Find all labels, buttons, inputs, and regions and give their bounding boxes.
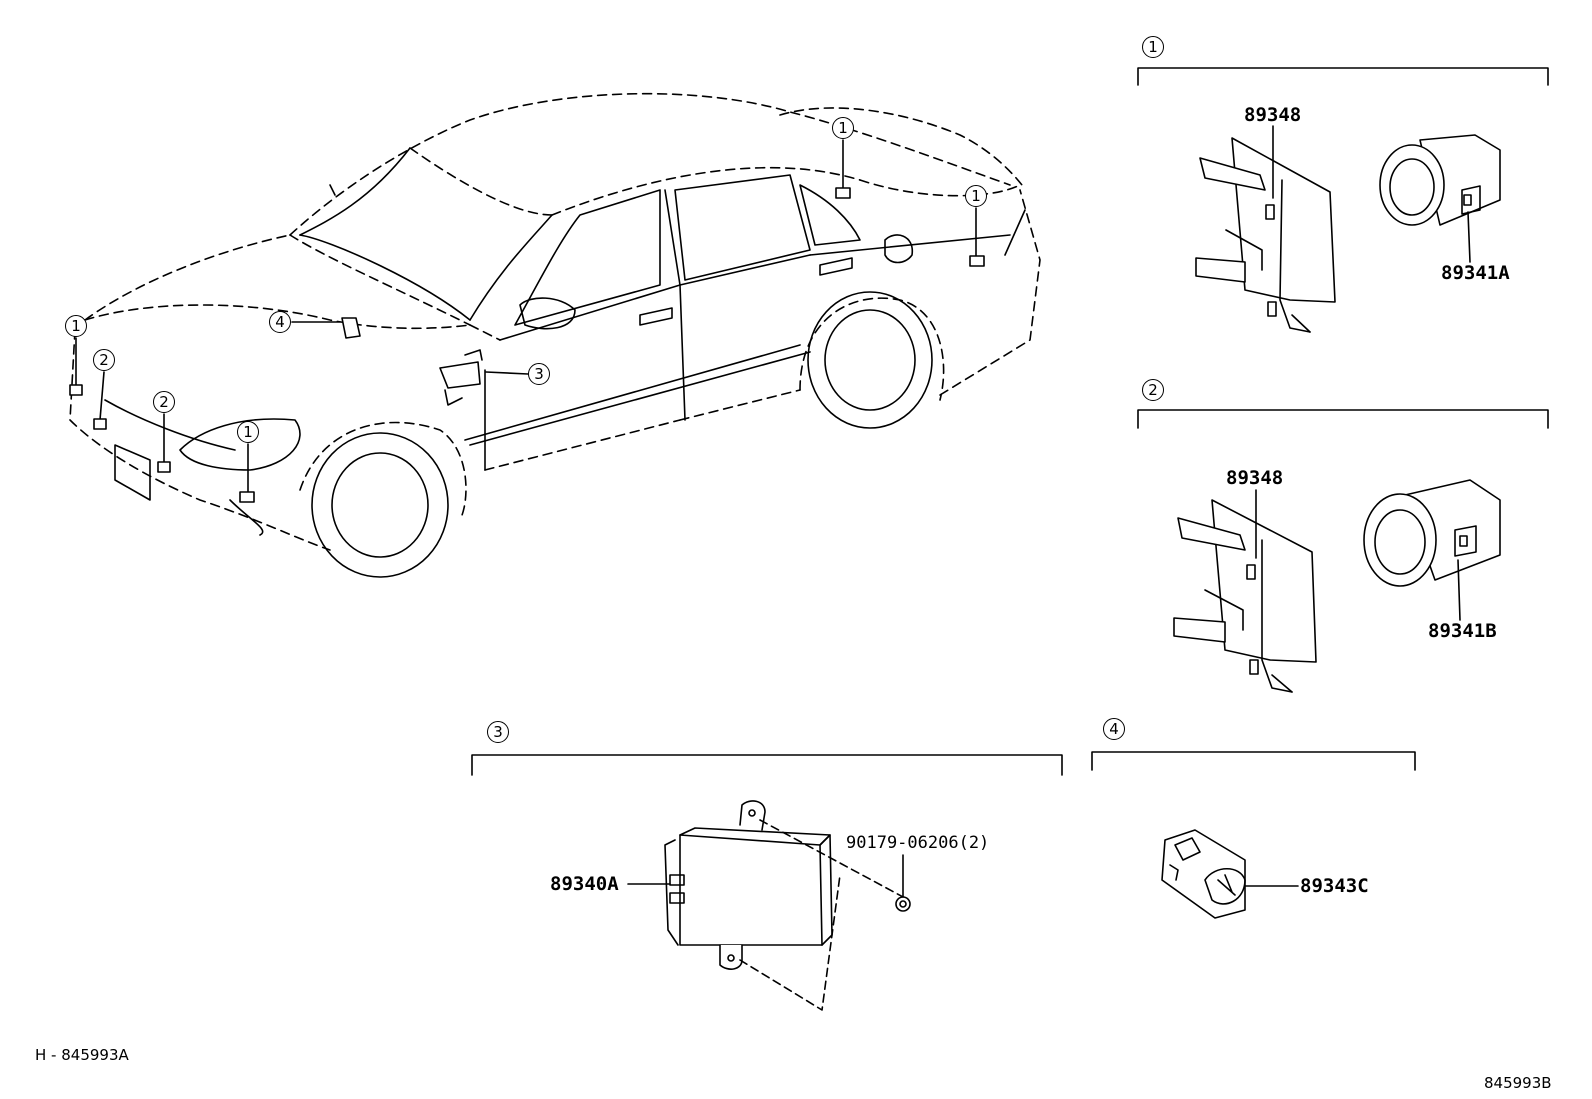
part-label-bolt-90179-06206: 90179-06206(2) (846, 833, 990, 853)
leader-89341A (1467, 211, 1471, 263)
callout-circle-car-rear-corner-1: 1 (965, 185, 987, 207)
callout-circle-car-front-left-1: 1 (65, 315, 87, 337)
callout-circle-car-front-center-2: 2 (153, 391, 175, 413)
part-label-89343C: 89343C (1300, 875, 1369, 897)
callout-circle-car-front-left-2: 2 (93, 349, 115, 371)
clip-89348-drawing-1 (1195, 137, 1336, 333)
callout-circle-car-switch-4: 4 (269, 311, 291, 333)
callout-leaders (69, 139, 985, 503)
callout-circle-group3-header: 3 (487, 721, 509, 743)
part-label-89340A: 89340A (550, 873, 619, 895)
car-illustration (69, 92, 1041, 578)
group1-bracket-line (1137, 67, 1549, 86)
group3-bracket-line (471, 754, 1063, 776)
clip-89348-drawing-2 (1173, 499, 1317, 693)
callout-circle-group4-header: 4 (1103, 718, 1125, 740)
part-label-89341A: 89341A (1441, 262, 1510, 284)
callout-circle-group2-header: 2 (1142, 379, 1164, 401)
switch-89343C-drawing (1161, 829, 1246, 919)
group2-bracket-line (1137, 409, 1549, 429)
callout-circle-car-front-right-1: 1 (237, 421, 259, 443)
callout-circle-car-ecu-3: 3 (528, 363, 550, 385)
sensor-89341B-drawing (1363, 479, 1501, 587)
footer-ref-right: 845993B (1484, 1074, 1552, 1092)
ecu-89340A-drawing (664, 800, 911, 1011)
callout-circle-group1-header: 1 (1142, 36, 1164, 58)
group4-bracket-line (1091, 751, 1416, 771)
part-label-89341B: 89341B (1428, 620, 1497, 642)
sensor-89341A-drawing (1379, 134, 1501, 226)
part-label-89348-group1: 89348 (1244, 104, 1302, 126)
callout-circle-car-rear-1: 1 (832, 117, 854, 139)
part-label-89348-group2: 89348 (1226, 467, 1284, 489)
footer-ref-left: H - 845993A (35, 1046, 129, 1064)
leader-89341B (1457, 559, 1461, 621)
